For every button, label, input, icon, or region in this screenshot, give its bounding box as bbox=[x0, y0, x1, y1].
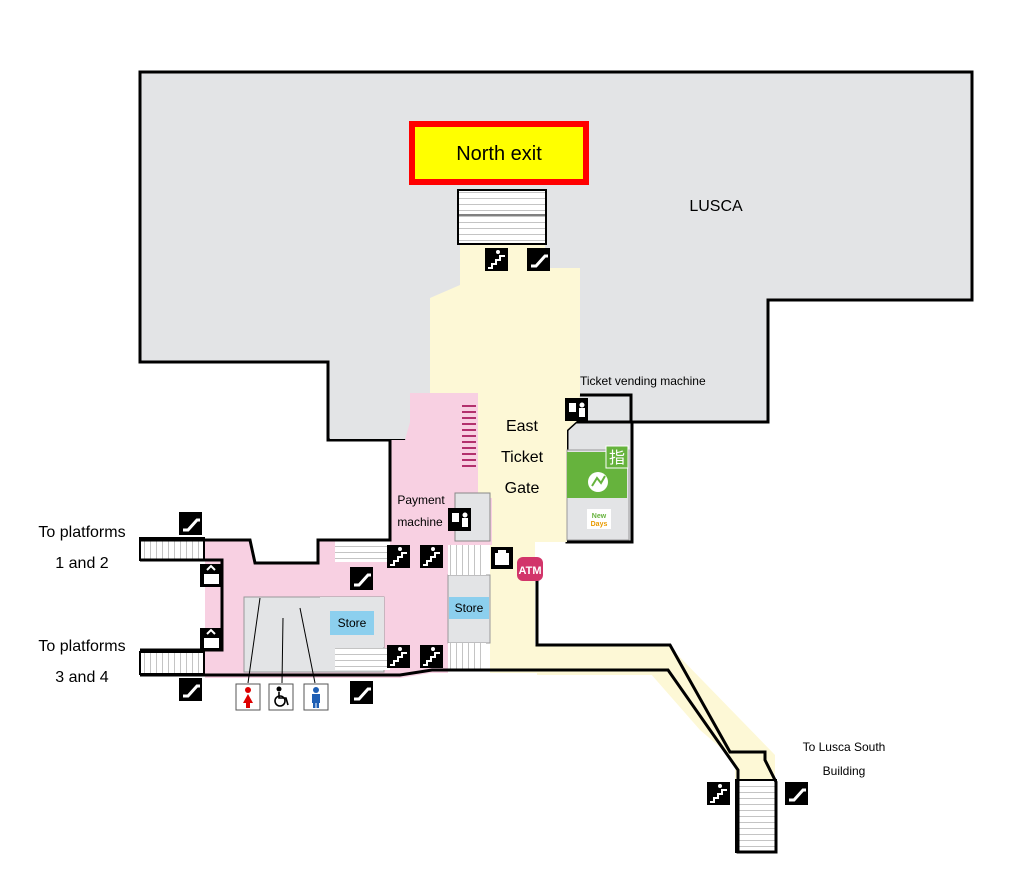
atm-label: ATM bbox=[518, 565, 541, 577]
east-gate-label-2: Ticket bbox=[501, 449, 544, 466]
concourse-outline bbox=[140, 440, 778, 854]
atm-icon[interactable]: ATM bbox=[517, 557, 543, 581]
north-exit-sign bbox=[409, 121, 589, 185]
escalator-icon[interactable] bbox=[350, 567, 373, 590]
accessible-restroom-icon[interactable] bbox=[268, 683, 294, 711]
store-middle-label: Store bbox=[455, 601, 484, 615]
platforms-34-label-a: To platforms bbox=[38, 638, 125, 655]
lusca-label: LUSCA bbox=[689, 198, 743, 215]
payment-label-1: Payment bbox=[397, 493, 445, 507]
gray-room bbox=[330, 393, 412, 439]
stairs-platform-34 bbox=[139, 651, 205, 675]
stairs-south bbox=[735, 779, 777, 853]
stairs-gate-c bbox=[448, 545, 486, 575]
ticket-machine-icon[interactable] bbox=[565, 398, 588, 421]
store-left[interactable] bbox=[330, 611, 374, 635]
newdays-label-1: New bbox=[592, 513, 607, 520]
south-corridor bbox=[537, 645, 775, 780]
payment-label-2: machine bbox=[397, 515, 443, 529]
platforms-12-label-a: To platforms bbox=[38, 524, 125, 541]
platforms-12-label-b: 1 and 2 bbox=[55, 555, 108, 572]
stairs-icon[interactable] bbox=[485, 248, 508, 271]
payment-machine-icon[interactable] bbox=[448, 508, 471, 531]
escalator-icon[interactable] bbox=[179, 678, 202, 701]
stairs-icon[interactable] bbox=[387, 545, 410, 568]
escalator-icon[interactable] bbox=[350, 681, 373, 704]
stairs-icon[interactable] bbox=[420, 545, 443, 568]
locker-icon[interactable] bbox=[491, 547, 513, 569]
newdays-label-2: Days bbox=[591, 521, 608, 528]
stairs-icon[interactable] bbox=[420, 645, 443, 668]
green-window-icon[interactable]: 指 bbox=[588, 445, 629, 492]
stairs-icon[interactable] bbox=[387, 645, 410, 668]
stairs-icon[interactable] bbox=[707, 782, 730, 805]
store-middle[interactable] bbox=[449, 597, 489, 619]
escalator-icon[interactable] bbox=[527, 248, 550, 271]
stairs-gate-a bbox=[335, 540, 390, 562]
east-gate-label-3: Gate bbox=[505, 480, 540, 497]
womens-restroom-icon[interactable] bbox=[235, 683, 261, 711]
escalator-icon[interactable] bbox=[179, 512, 202, 535]
east-gate-label-1: East bbox=[506, 418, 539, 435]
lusca-south-label-a: To Lusca South bbox=[803, 740, 886, 754]
elevator-icon[interactable] bbox=[200, 628, 223, 651]
lusca-south-label-b: Building bbox=[823, 764, 866, 778]
ticket-vending-label: Ticket vending machine bbox=[580, 374, 706, 388]
green-window-label: 指 bbox=[609, 448, 625, 467]
concourse-area bbox=[430, 243, 765, 780]
ticket-gates bbox=[462, 405, 476, 467]
newdays-logo[interactable]: New Days bbox=[587, 509, 611, 529]
escalator-icon[interactable] bbox=[785, 782, 808, 805]
elevator-icon[interactable] bbox=[200, 564, 223, 587]
stairs-north bbox=[457, 189, 547, 245]
platforms-34-label-b: 3 and 4 bbox=[55, 669, 108, 686]
mens-restroom-icon[interactable] bbox=[303, 683, 329, 711]
stairs-gate-d bbox=[448, 643, 486, 671]
store-left-label: Store bbox=[338, 616, 367, 630]
north-exit-label: North exit bbox=[456, 143, 542, 165]
stairs-gate-b bbox=[335, 648, 390, 670]
